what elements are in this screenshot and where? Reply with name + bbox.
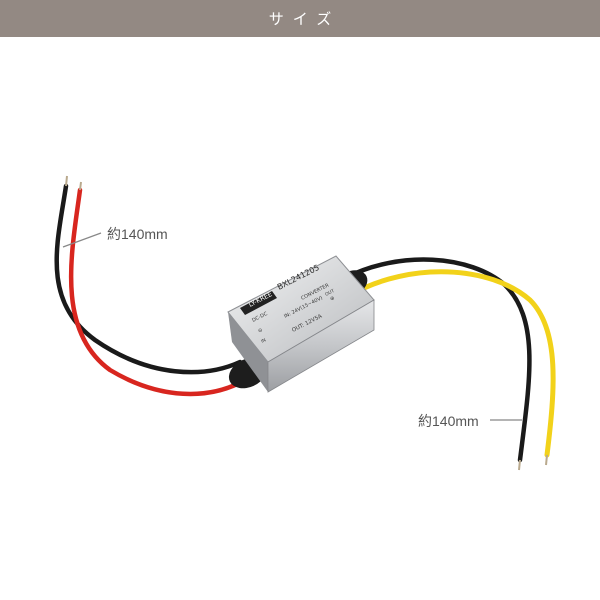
- plus-mark: ⊕: [330, 296, 334, 302]
- minus-mark: ⊖: [258, 328, 262, 334]
- output-length-label: 約140mm: [418, 413, 479, 429]
- input-leader-line: [62, 232, 102, 248]
- in-mark: IN: [260, 337, 267, 344]
- input-wires: [54, 175, 248, 397]
- out-mark: OUT: [324, 288, 335, 298]
- product-photo: LY-KREE BXL241205 DC-DC CONVERTER IN: 24…: [54, 175, 556, 471]
- converter-module: LY-KREE BXL241205 DC-DC CONVERTER IN: 24…: [227, 255, 375, 393]
- page-title: サイズ: [268, 10, 341, 28]
- header-bar: サイズ: [0, 0, 600, 37]
- input-length-label: 約140mm: [107, 226, 168, 242]
- output-wires: [342, 257, 556, 471]
